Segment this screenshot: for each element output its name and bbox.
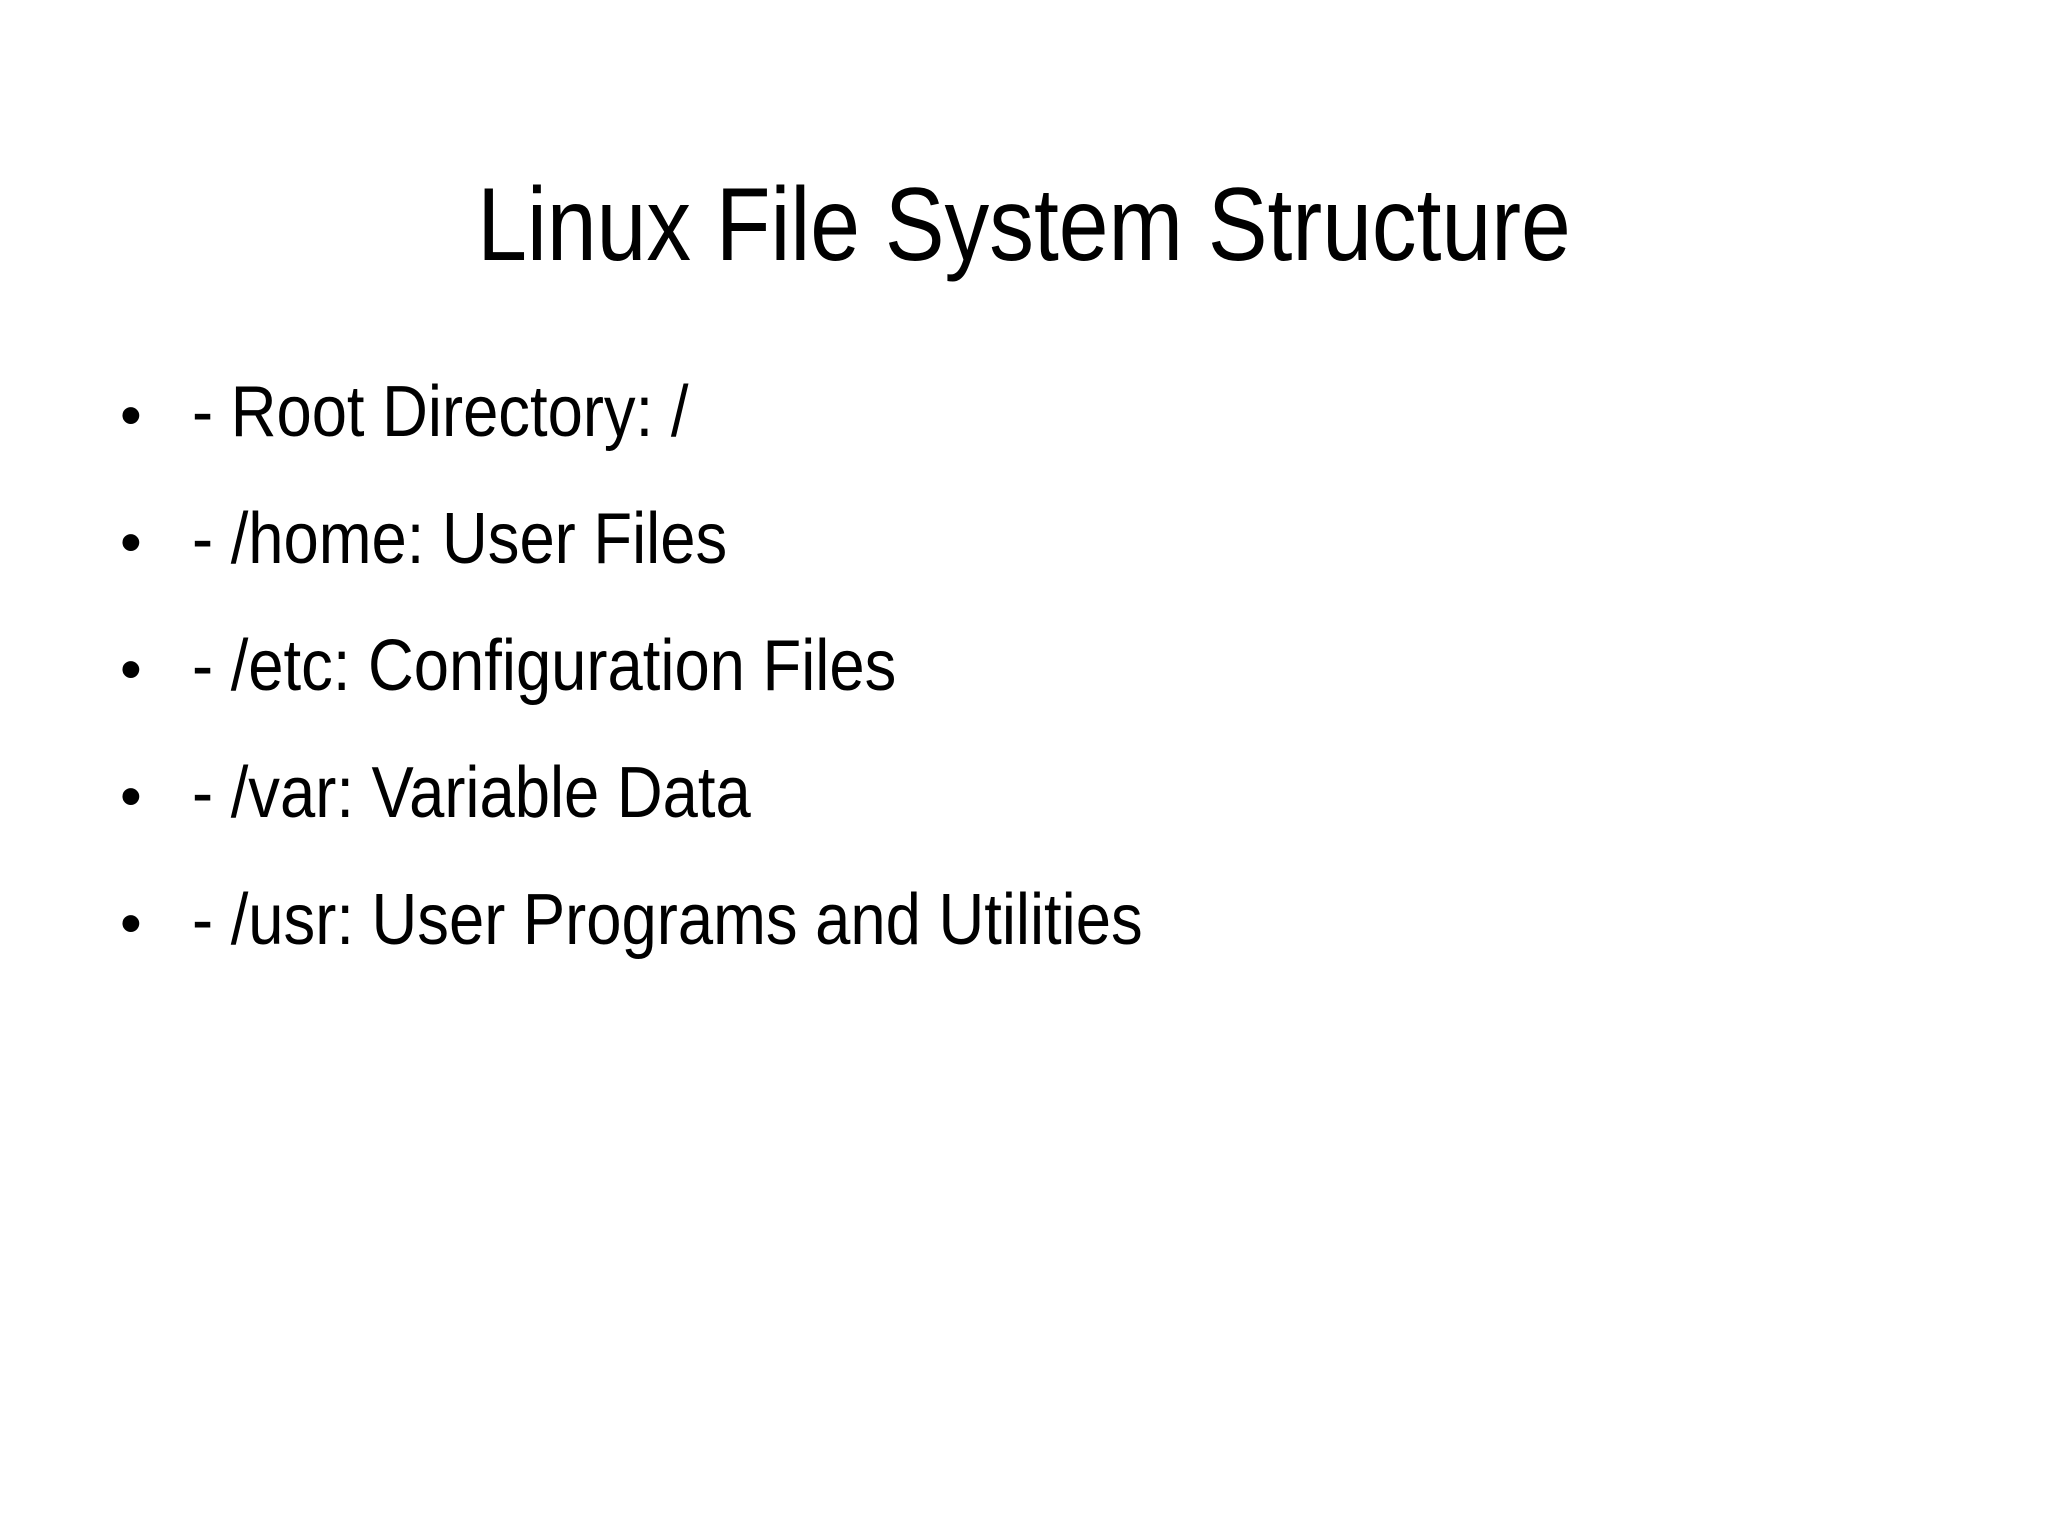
bullet-item-label: - /usr: User Programs and Utilities (192, 880, 1143, 960)
list-item[interactable]: • - /etc: Configuration Files (120, 630, 1940, 757)
bullet-item-label: - /home: User Files (192, 499, 728, 579)
list-item[interactable]: • - /home: User Files (120, 503, 1940, 630)
list-item[interactable]: • - /usr: User Programs and Utilities (120, 884, 1940, 1011)
list-item[interactable]: • - Root Directory: / (120, 376, 1940, 503)
bullet-item-label: - Root Directory: / (192, 372, 689, 452)
bullet-list: • - Root Directory: / • - /home: User Fi… (120, 376, 1940, 1011)
page-title: Linux File System Structure (477, 166, 1571, 283)
bullet-point-icon: • (120, 381, 142, 450)
bullet-item-label: - /var: Variable Data (192, 753, 751, 833)
bullet-point-icon: • (120, 889, 142, 958)
bullet-point-icon: • (120, 635, 142, 704)
bullet-item-label: - /etc: Configuration Files (192, 626, 897, 706)
bullet-point-icon: • (120, 508, 142, 577)
bullet-point-icon: • (120, 762, 142, 831)
list-item[interactable]: • - /var: Variable Data (120, 757, 1940, 884)
